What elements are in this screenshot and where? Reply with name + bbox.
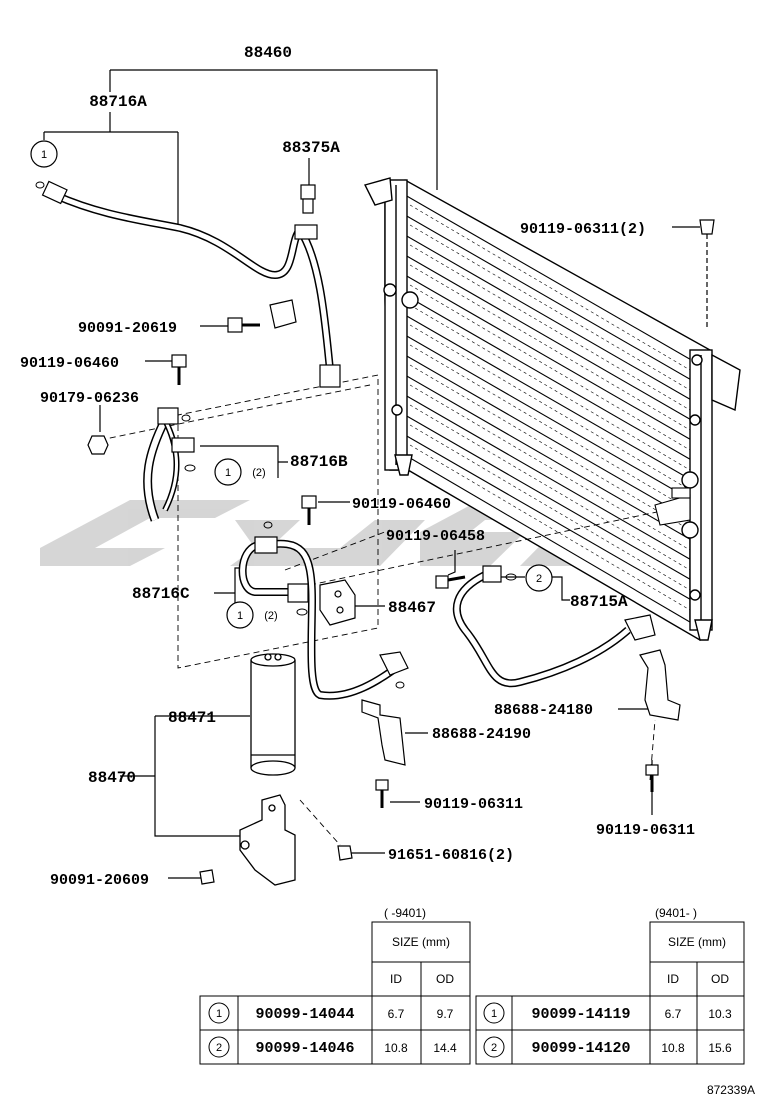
part-label-88716A[interactable]: 88716A <box>89 93 147 111</box>
svg-text:OD: OD <box>711 972 729 986</box>
svg-text:1: 1 <box>41 149 47 161</box>
leader-lines <box>43 69 700 879</box>
svg-text:2: 2 <box>216 1042 222 1054</box>
part-label-88688-24190[interactable]: 88688-24190 <box>432 726 531 743</box>
part-label-90091-20619[interactable]: 90091-20619 <box>78 320 177 337</box>
hose-88716B <box>143 407 196 522</box>
svg-text:6.7: 6.7 <box>665 1007 682 1021</box>
part-label-91651-60816-2[interactable]: 91651-60816(2) <box>388 847 514 864</box>
hose-88716C <box>238 521 409 700</box>
hose-88715A <box>452 487 691 688</box>
bolt-90119-06311-top <box>699 219 715 330</box>
condenser-radiator <box>363 177 741 641</box>
svg-text:90099-14046: 90099-14046 <box>255 1040 354 1057</box>
part-label-88467[interactable]: 88467 <box>388 599 436 617</box>
callout-2-right: 2 <box>525 564 553 592</box>
part-label-88716C[interactable]: 88716C <box>132 585 190 603</box>
svg-text:9.7: 9.7 <box>437 1007 454 1021</box>
table-row: 1 90099-14119 6.7 10.3 <box>483 1002 732 1024</box>
part-label-90179-06236[interactable]: 90179-06236 <box>40 390 139 407</box>
date-range-right: (9401- ) <box>655 906 697 920</box>
svg-text:2: 2 <box>491 1042 497 1054</box>
hose-88716A <box>35 180 341 388</box>
svg-text:OD: OD <box>436 972 454 986</box>
bolt-90119-06460-upper <box>171 354 187 385</box>
svg-text:1: 1 <box>491 1008 497 1020</box>
part-label-90091-20609[interactable]: 90091-20609 <box>50 872 149 889</box>
part-label-88716B[interactable]: 88716B <box>290 453 348 471</box>
svg-text:SIZE (mm): SIZE (mm) <box>392 935 450 949</box>
svg-text:6.7: 6.7 <box>388 1007 405 1021</box>
part-label-90119-06311-right[interactable]: 90119-06311 <box>596 822 695 839</box>
clamp-88467 <box>319 579 356 626</box>
part-label-88460[interactable]: 88460 <box>244 44 292 62</box>
part-label-90119-06458[interactable]: 90119-06458 <box>386 528 485 545</box>
size-table-left: ( -9401) SIZE (mm) ID OD 1 90099-14044 6… <box>199 906 471 1065</box>
callout-2-low: (2) <box>264 610 277 622</box>
bolt-90119-06458 <box>435 575 466 589</box>
part-label-88470[interactable]: 88470 <box>88 769 136 787</box>
bolt-91651-60816 <box>337 845 353 861</box>
part-label-88715A[interactable]: 88715A <box>570 593 628 611</box>
svg-text:ID: ID <box>667 972 679 986</box>
bolt-90119-06460-lower <box>301 495 317 525</box>
part-label-90119-06460-upper[interactable]: 90119-06460 <box>20 355 119 372</box>
receiver-dryer-88471 <box>250 653 296 776</box>
size-table-right: (9401- ) SIZE (mm) ID OD 1 90099-14119 6… <box>475 906 745 1065</box>
svg-text:15.6: 15.6 <box>708 1041 732 1055</box>
part-label-88471[interactable]: 88471 <box>168 709 216 727</box>
svg-text:10.3: 10.3 <box>708 1007 732 1021</box>
svg-text:90099-14119: 90099-14119 <box>531 1006 630 1023</box>
bracket-88688-24190 <box>361 699 406 808</box>
svg-text:90099-14120: 90099-14120 <box>531 1040 630 1057</box>
svg-text:1: 1 <box>237 610 243 622</box>
table-row: 1 90099-14044 6.7 9.7 <box>208 1002 454 1024</box>
svg-text:1: 1 <box>225 467 231 479</box>
part-label-90119-06460-lower[interactable]: 90119-06460 <box>352 496 451 513</box>
svg-text:SIZE (mm): SIZE (mm) <box>668 935 726 949</box>
part-label-88688-24180[interactable]: 88688-24180 <box>494 702 593 719</box>
part-label-90119-06311-center[interactable]: 90119-06311 <box>424 796 523 813</box>
date-range-left: ( -9401) <box>384 906 426 920</box>
svg-text:ID: ID <box>390 972 402 986</box>
callout-1-mid: 1 <box>214 458 242 486</box>
svg-text:10.8: 10.8 <box>384 1041 408 1055</box>
bracket-88470 <box>239 794 296 886</box>
callout-1-top: 1 <box>30 140 58 168</box>
callout-1-low: 1 <box>226 601 254 629</box>
bolt-90091-20609 <box>199 869 215 885</box>
svg-text:90099-14044: 90099-14044 <box>255 1006 354 1023</box>
callout-2-mid: (2) <box>252 467 265 479</box>
svg-text:10.8: 10.8 <box>661 1041 685 1055</box>
svg-text:1: 1 <box>216 1008 222 1020</box>
part-label-88375A[interactable]: 88375A <box>282 139 340 157</box>
svg-text:14.4: 14.4 <box>433 1041 457 1055</box>
nut-90179-06236 <box>87 435 109 455</box>
part-label-90119-06311-2[interactable]: 90119-06311(2) <box>520 221 646 238</box>
reference-code: 872339A <box>707 1083 755 1097</box>
bolt-90091-20619 <box>227 299 297 333</box>
svg-text:2: 2 <box>536 573 542 585</box>
table-row: 2 90099-14120 10.8 15.6 <box>483 1036 732 1058</box>
table-row: 2 90099-14046 10.8 14.4 <box>208 1036 457 1058</box>
bracket-88688-24180 <box>639 649 681 792</box>
valve-88375A <box>300 184 316 214</box>
